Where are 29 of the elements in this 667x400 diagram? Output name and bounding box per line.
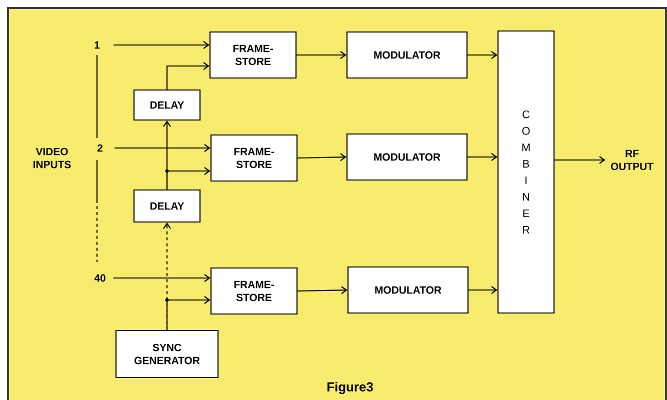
arrow	[298, 153, 346, 162]
arrow	[554, 156, 606, 164]
inputs-label: VIDEO INPUTS	[34, 148, 71, 168]
input-number: 1	[94, 41, 100, 49]
figure-caption: Figure3	[327, 382, 373, 394]
arrow	[296, 51, 346, 59]
modulator-box: MODULATOR	[346, 31, 468, 79]
arrow	[468, 153, 498, 161]
modulator-box: MODULATOR	[346, 133, 468, 181]
delay-box: DELAY	[133, 189, 201, 223]
arrow	[298, 286, 348, 294]
arrow	[163, 120, 171, 190]
arrow	[113, 41, 210, 49]
arrow	[468, 51, 498, 59]
arrow	[468, 286, 498, 294]
combiner-box: COMBINER	[497, 30, 555, 314]
modulator-box: MODULATOR	[347, 266, 469, 314]
arrow	[114, 144, 210, 152]
sync-generator-box: SYNC GENERATOR	[115, 330, 219, 378]
input-number: 2	[97, 144, 102, 152]
frame-store-box: FRAME- STORE	[209, 31, 297, 79]
frame-store-box: FRAME- STORE	[210, 134, 298, 182]
delay-box: DELAY	[133, 89, 201, 121]
arrow	[113, 274, 210, 282]
output-label: RF OUTPUT	[610, 150, 654, 170]
arrow	[166, 296, 210, 330]
arrow	[166, 62, 210, 90]
frame-store-box: FRAME- STORE	[210, 267, 298, 315]
input-number: 40	[94, 274, 106, 282]
